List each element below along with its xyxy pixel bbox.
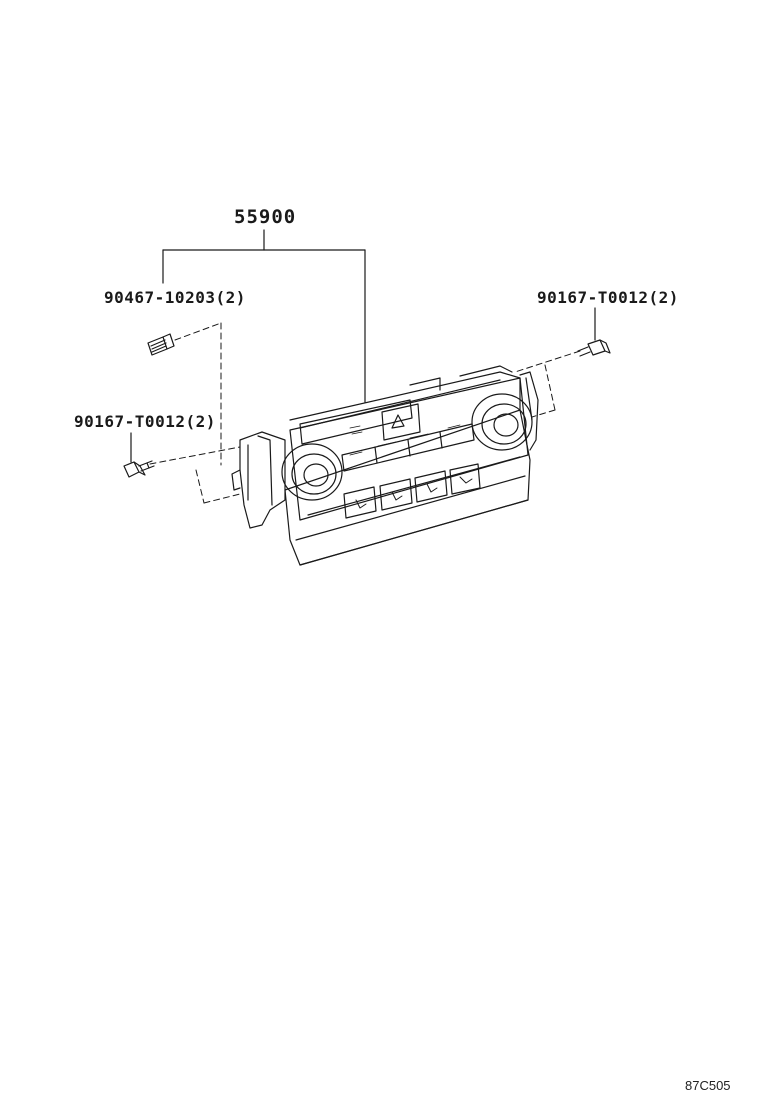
climate-panel-icon [231,365,539,566]
callout-screw-left: 90467-10203(2) [104,288,246,307]
bolt-right-icon [577,339,611,357]
callout-bolt-right: 90167-T0012(2) [537,288,679,307]
screw-left-icon [147,333,175,356]
callout-main-assembly: 55900 [234,206,297,228]
figure-code: 87C505 [685,1078,731,1093]
bolt-left-icon [123,460,155,478]
mounting-dash-lines [149,322,581,504]
leader-main-assembly [162,229,366,403]
callout-bolt-left: 90167-T0012(2) [74,412,216,431]
